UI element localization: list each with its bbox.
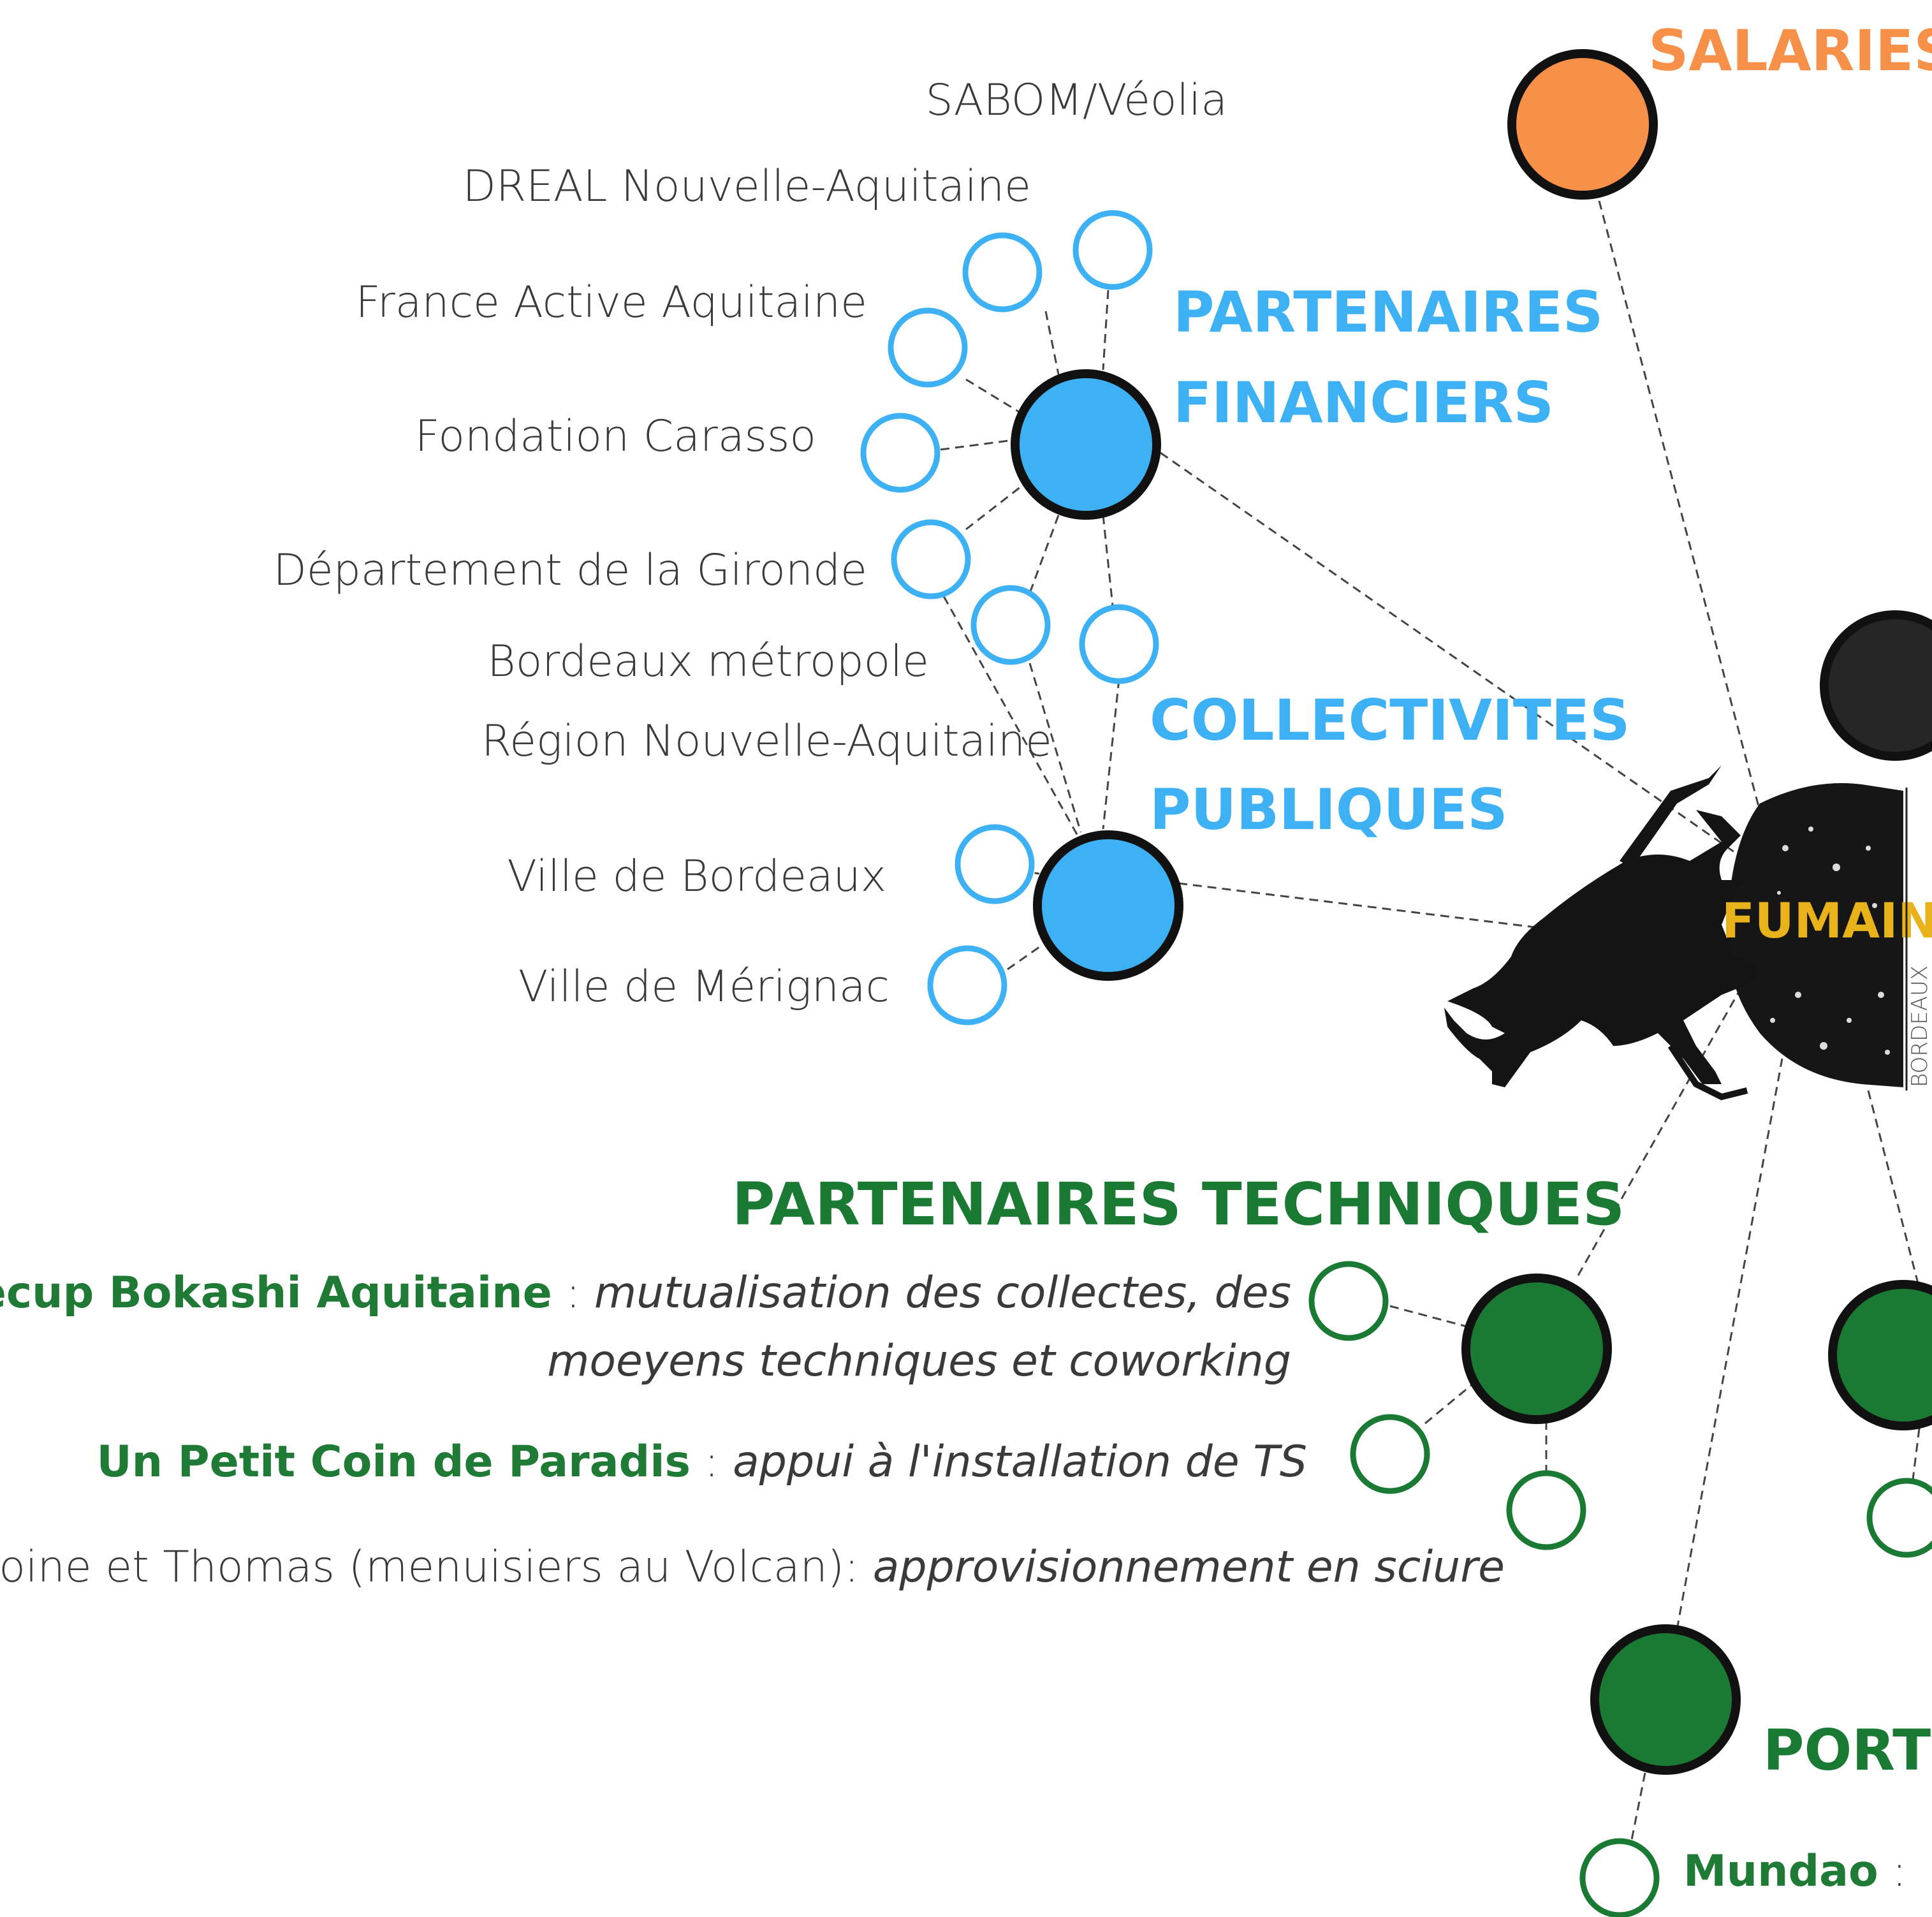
line-tech-bokashi	[1389, 1305, 1467, 1328]
port-heading: PORT	[1763, 1717, 1931, 1783]
label-sabom: SABOM/Véolia	[925, 75, 1227, 126]
green-child-nodes	[1308, 1261, 1932, 1917]
collectivites-child-nodes	[927, 585, 1159, 1025]
tech-item-bokashi: Recup Bokashi Aquitaine : mutualisation …	[0, 1268, 1291, 1318]
node-region	[1079, 604, 1159, 684]
line-col-bordeaux-metro	[1028, 663, 1082, 833]
line-col-merignac	[1007, 946, 1040, 971]
beetle-shape	[1444, 810, 1760, 1087]
port-item-mundao-sep: :	[1878, 1846, 1907, 1897]
node-bordeaux-metro	[970, 585, 1051, 665]
line-fin-region	[1102, 515, 1114, 606]
line-salaries-center	[1598, 200, 1767, 836]
tech-item-bokashi-name: Recup Bokashi Aquitaine	[0, 1268, 552, 1318]
fumain-logo-text: FUMAIN	[1722, 892, 1932, 949]
collectivites-hub-node	[1033, 830, 1183, 981]
node-dreal	[962, 232, 1043, 312]
tech-item-bokashi-sep: :	[552, 1268, 594, 1318]
techniques-hub-node	[1461, 1274, 1612, 1424]
node-ville-bordeaux	[955, 824, 1035, 904]
node-bokashi	[1308, 1261, 1389, 1341]
fumain-logo: FUMAIN BORDEAUX	[1444, 765, 1932, 1101]
ball-texture	[1770, 826, 1890, 1055]
line-right-green	[1867, 1090, 1921, 1289]
label-bordeaux-metro: Bordeaux métropole	[487, 636, 929, 687]
collectivites-heading-line-1: COLLECTIVITES	[1150, 687, 1630, 753]
financiers-heading-line-1: PARTENAIRES	[1173, 279, 1603, 345]
tech-item-paradis-sep: :	[691, 1437, 733, 1487]
port-item-mundao: Mundao :	[1683, 1846, 1906, 1897]
node-sabom	[1072, 210, 1153, 290]
line-col-region	[1102, 679, 1120, 830]
line-col-gironde	[942, 596, 1079, 836]
dark-hub-node	[1820, 610, 1932, 761]
node-gironde	[891, 519, 971, 599]
tech-item-paradis-desc: appui à l'installation de TS	[733, 1437, 1307, 1487]
node-carasso	[860, 413, 940, 493]
node-mundao	[1579, 1838, 1660, 1917]
label-carasso: Fondation Carasso	[415, 411, 816, 462]
financiers-heading-line-2: FINANCIERS	[1173, 370, 1554, 436]
tech-item-antoine-desc: approvisionnement en sciure	[873, 1542, 1505, 1592]
node-france-active	[888, 307, 968, 388]
label-gironde: Département de la Gironde	[274, 545, 867, 596]
line-port-center	[1676, 1058, 1783, 1630]
port-hub-node	[1590, 1624, 1741, 1775]
financiers-child-nodes	[860, 210, 1153, 599]
line-fin-dreal	[1102, 290, 1109, 371]
financiers-hub-node	[1011, 369, 1161, 520]
dung-ball-shape	[1727, 783, 1903, 1087]
label-france-active: France Active Aquitaine	[356, 277, 867, 328]
salaries-heading: SALARIES	[1648, 18, 1932, 84]
tech-item-paradis-name: Un Petit Coin de Paradis	[96, 1437, 691, 1487]
label-ville-bordeaux: Ville de Bordeaux	[507, 851, 886, 902]
logo-side-text: BORDEAUX	[1907, 966, 1932, 1087]
collectivites-heading-line-2: PUBLIQUES	[1150, 777, 1508, 842]
right-green-hub-node	[1828, 1280, 1932, 1430]
beetle-leg-shape-2	[1667, 1044, 1748, 1101]
line-fin-gironde	[965, 483, 1024, 531]
node-merignac	[927, 945, 1007, 1025]
line-financiers-center	[1160, 452, 1748, 862]
tech-item-bokashi-desc: mutualisation des collectes, des	[594, 1268, 1291, 1318]
tech-item-paradis: Un Petit Coin de Paradis : appui à l'ins…	[96, 1437, 1307, 1487]
tech-item-antoine-name: Antoine et Thomas (menuisiers au Volcan)…	[0, 1542, 873, 1592]
node-paradis	[1350, 1414, 1430, 1494]
techniques-heading: PARTENAIRES TECHNIQUES	[732, 1170, 1625, 1238]
tech-item-antoine: Antoine et Thomas (menuisiers au Volcan)…	[0, 1542, 1505, 1592]
beetle-leg-shape	[1620, 765, 1722, 867]
tech-item-bokashi-desc-2: moeyens techniques et coworking	[547, 1336, 1291, 1386]
line-tech-paradis	[1424, 1383, 1474, 1425]
label-region: Région Nouvelle-Aquitaine	[481, 716, 1052, 767]
label-dreal: DREAL Nouvelle-Aquitaine	[462, 161, 1031, 212]
line-fin-france-active	[965, 378, 1024, 416]
line-fin-sabom	[1044, 311, 1060, 375]
salaries-hub-node	[1507, 49, 1658, 200]
line-tech-center	[1577, 988, 1742, 1276]
node-right-green-child	[1866, 1478, 1932, 1558]
node-antoine	[1506, 1470, 1586, 1550]
label-merignac: Ville de Mérignac	[518, 962, 889, 1012]
line-fin-bordeaux-metro	[1028, 515, 1060, 594]
port-item-mundao-name: Mundao	[1683, 1846, 1878, 1897]
line-right-green-child	[1912, 1428, 1921, 1480]
line-fin-carasso	[940, 439, 1014, 451]
